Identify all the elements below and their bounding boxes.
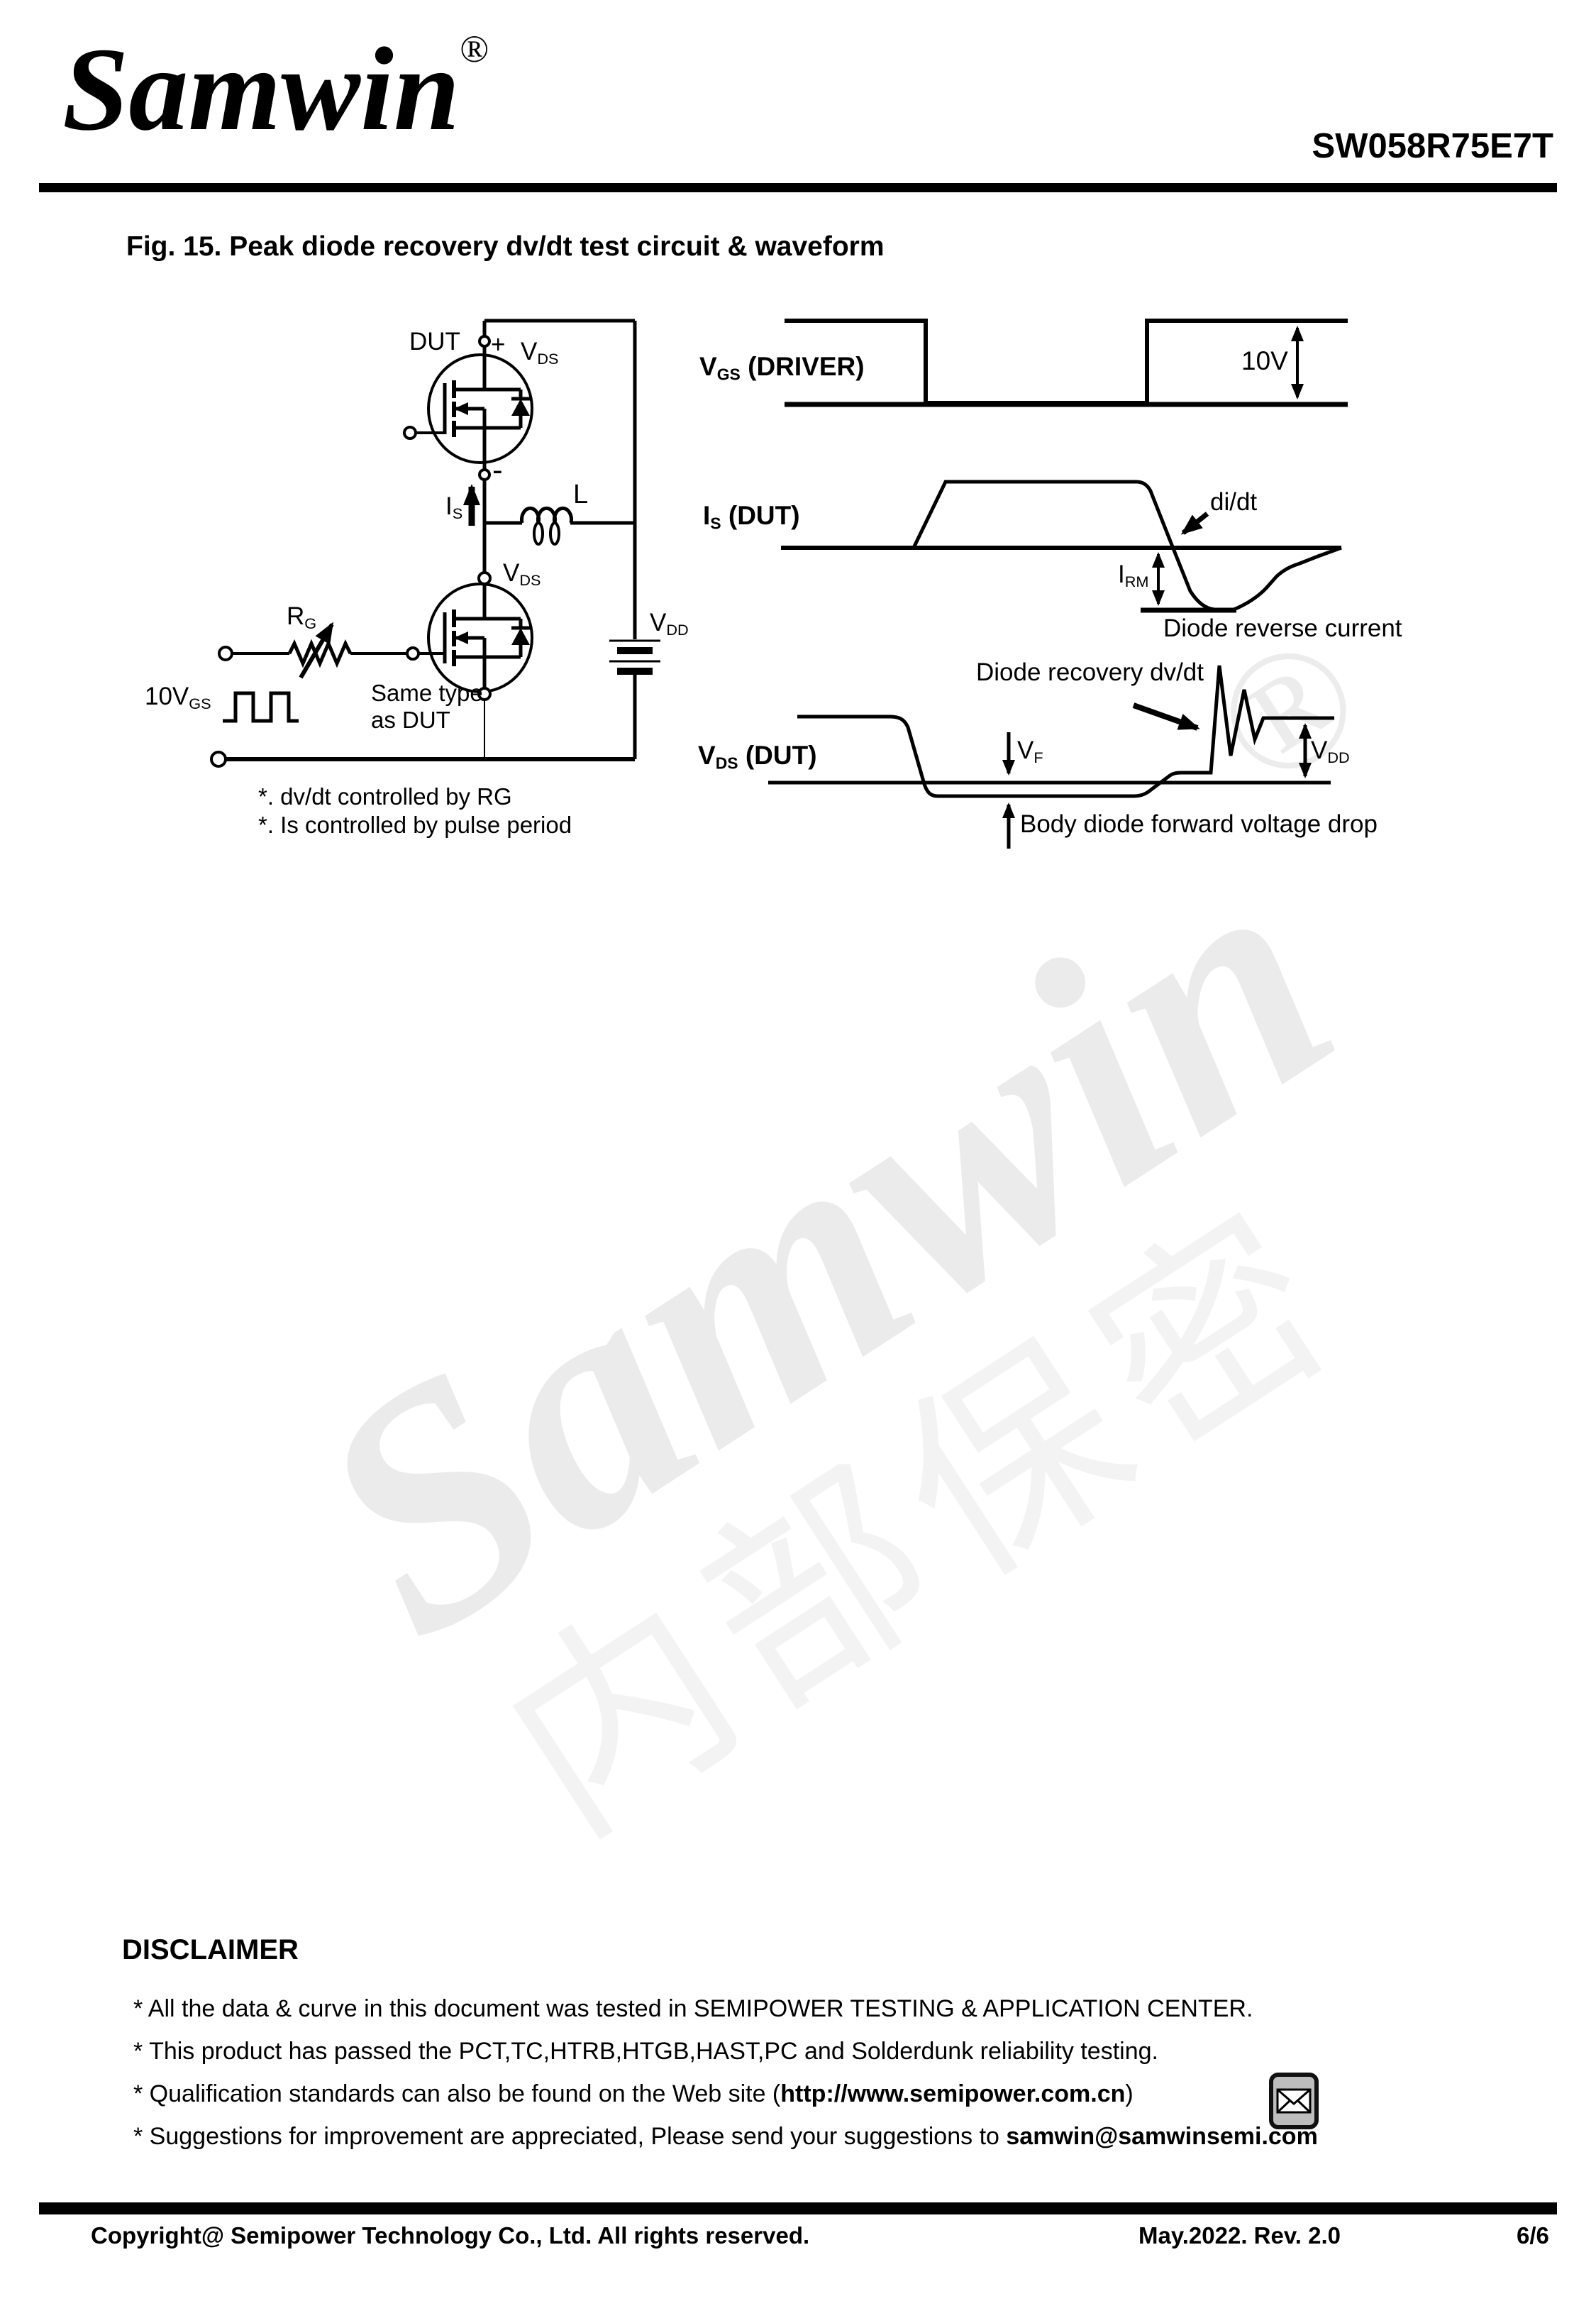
driver-mosfet-symbol — [428, 584, 532, 692]
irm-label: IRM — [1118, 561, 1149, 591]
vds-dut-waveform — [768, 665, 1334, 849]
disclaimer-line-2: * This product has passed the PCT,TC,HTR… — [133, 2038, 1158, 2065]
vds-dut-label: VDS (DUT) — [698, 741, 817, 773]
dut-label: DUT — [409, 328, 460, 355]
disclaimer-line-3: * Qualification standards can also be fo… — [133, 2080, 1134, 2107]
part-number: SW058R75E7T — [1312, 127, 1553, 165]
didt-pointer-arrow — [1180, 512, 1209, 535]
registered-mark-icon: ® — [460, 28, 489, 70]
is-dut-label: IS (DUT) — [703, 501, 800, 533]
company-logo: Samwin® — [62, 30, 489, 149]
minus-sign: - — [492, 453, 503, 487]
vgs-driver-label: VGS (DRIVER) — [699, 352, 865, 384]
test-circuit — [210, 319, 660, 768]
recovery-dvdt-pointer-arrow — [1132, 702, 1200, 731]
didt-label: di/dt — [1210, 488, 1258, 516]
vds-top-label: VDS — [521, 338, 559, 368]
disclaimer-line-4: * Suggestions for improvement are apprec… — [133, 2123, 1318, 2150]
inductor-loop — [533, 522, 544, 546]
vdd-circuit-label: VDD — [650, 609, 689, 639]
rg-variable-arrow — [299, 622, 334, 679]
dut-mosfet-symbol — [428, 355, 532, 463]
disclaimer-heading: DISCLAIMER — [122, 1934, 299, 1965]
header-rule — [39, 183, 1557, 192]
gate-pulse-symbol — [223, 691, 299, 723]
vgs-source-label: 10VGS — [145, 683, 211, 713]
contact-email: samwin@samwinsemi.com — [1006, 2123, 1318, 2150]
vds-lower-label: VDS — [503, 559, 541, 590]
vgs-driver-waveform — [785, 319, 1348, 407]
is-label: IS — [445, 492, 463, 523]
figure-title: Fig. 15. Peak diode recovery dv/dt test … — [126, 231, 885, 262]
footer-copyright: Copyright@ Semipower Technology Co., Ltd… — [91, 2222, 810, 2249]
vf-label: VF — [1017, 737, 1043, 767]
footer-revision: May.2022. Rev. 2.0 — [1138, 2222, 1341, 2249]
website-url: http://www.semipower.com.cn — [780, 2080, 1126, 2107]
circuit-note-1: *. dv/dt controlled by RG — [258, 783, 512, 810]
footer-page-number: 6/6 — [1517, 2222, 1549, 2249]
circuit-note-2: *. Is controlled by pulse period — [258, 812, 572, 838]
inductor-coil — [520, 506, 573, 524]
circuit-wires — [482, 319, 637, 759]
vdd-battery — [609, 639, 660, 675]
inductor-label: L — [573, 480, 589, 509]
circuit-terminals — [210, 335, 492, 768]
gate-wires — [232, 431, 445, 655]
disclaimer-line-1: * All the data & curve in this document … — [133, 1995, 1253, 2022]
inductor-loop — [549, 522, 560, 546]
rg-resistor — [287, 639, 353, 668]
ten-volt-label: 10V — [1241, 346, 1288, 375]
waveform-plots — [768, 319, 1348, 849]
email-button[interactable] — [1268, 2072, 1319, 2130]
vdd-waveform-label: VDD — [1311, 737, 1350, 767]
diode-reverse-current-label: Diode reverse current — [1163, 614, 1402, 642]
envelope-icon — [1269, 2073, 1319, 2129]
rg-label: RG — [287, 602, 317, 633]
is-dut-waveform — [781, 480, 1342, 613]
plus-sign: + — [491, 331, 506, 358]
diode-recovery-dvdt-label: Diode recovery dv/dt — [976, 658, 1204, 686]
footer-rule — [39, 2202, 1557, 2214]
body-diode-label: Body diode forward voltage drop — [1020, 810, 1378, 838]
logo-text: Samwin — [62, 23, 460, 155]
